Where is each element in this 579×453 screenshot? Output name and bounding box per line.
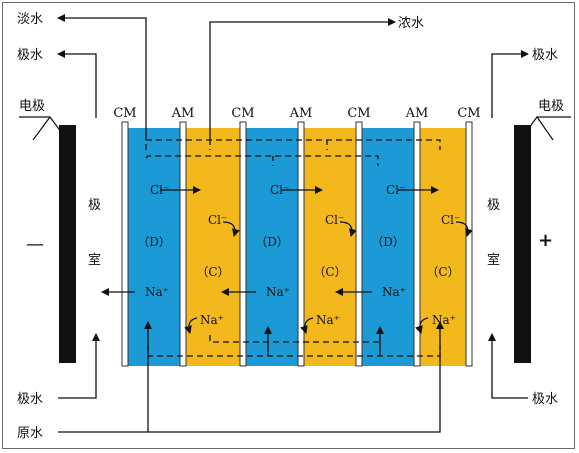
- left-electrode-water-out-line: [57, 50, 97, 118]
- right-chamber-char-2: 室: [487, 252, 500, 268]
- right-electrode-water-in-line: [488, 333, 528, 399]
- positive-pole-sign: +: [538, 230, 553, 251]
- sodium-ion-label: Na⁺: [382, 285, 406, 299]
- compartment-code: （C）: [196, 265, 229, 279]
- membrane-label: CM: [347, 106, 370, 121]
- membrane-labels: CM AM CM AM CM AM CM: [113, 106, 480, 121]
- compartments: [128, 128, 466, 366]
- left-electrode-water-out-label: 极水: [17, 48, 43, 63]
- top-collector-branches: [209, 140, 328, 166]
- compartment-2: [186, 128, 240, 366]
- right-electrode-water-in-label: 极水: [532, 392, 558, 407]
- cl-retained-arrow: [455, 221, 473, 237]
- membrane-cm: [121, 121, 129, 367]
- compartment-code: （C）: [313, 265, 346, 279]
- chloride-ion-label: Cl⁻: [325, 213, 344, 227]
- left-chamber-char-2: 室: [88, 252, 101, 268]
- left-electrode: [59, 125, 76, 363]
- right-chamber-char-1: 极: [487, 198, 500, 213]
- dilute-water-label: 淡水: [17, 12, 43, 27]
- right-electrode-water-out-line: [491, 50, 529, 118]
- raw-water-riser-2: [148, 321, 444, 433]
- compartment-code: （C）: [426, 265, 459, 279]
- membrane-am: [179, 121, 187, 367]
- concentrate-outlet-line: [209, 18, 396, 140]
- left-electrode-label: 电极: [19, 99, 45, 114]
- sodium-ion-label: Na⁺: [266, 285, 290, 299]
- membrane-label: CM: [113, 106, 136, 121]
- membrane-cm: [355, 121, 363, 367]
- cl-retained-arrow: [222, 221, 240, 237]
- na-retained-arrow: [184, 317, 198, 334]
- diagram-border: [2, 2, 575, 449]
- chloride-ion-label: Cl⁻: [386, 183, 405, 197]
- membrane-label: AM: [405, 106, 429, 121]
- na-retained-arrow: [300, 317, 314, 334]
- membrane-label: AM: [171, 106, 195, 121]
- sodium-ion-label: Na⁺: [432, 313, 456, 327]
- left-electrode-water-in-line: [58, 333, 100, 399]
- compartment-code: （D）: [137, 235, 171, 249]
- right-electrode: [514, 125, 531, 363]
- left-chamber-char-1: 极: [88, 198, 101, 213]
- compartment-4: [304, 128, 356, 366]
- chloride-ion-label: Cl⁻: [441, 213, 460, 227]
- membrane-cm: [465, 121, 473, 367]
- membrane-am: [297, 121, 305, 367]
- membranes: [121, 121, 473, 367]
- left-electrode-leader: [19, 116, 68, 141]
- compartment-code: （D）: [371, 235, 405, 249]
- chloride-ion-label: Cl⁻: [270, 183, 289, 197]
- ion-labels: （D） （C） （D） （C） （D） （C） Cl⁻ Cl⁻ Cl⁻ Cl⁻ Cl⁻ Cl⁻ Na⁺ N…: [137, 183, 460, 327]
- top-collector-dilute: [145, 155, 379, 166]
- sodium-ion-label: Na⁺: [145, 285, 169, 299]
- ion-arrows: [101, 186, 473, 334]
- concentrate-water-label: 浓水: [398, 16, 424, 31]
- membrane-cm: [239, 121, 247, 367]
- right-electrode-label: 电极: [538, 99, 564, 114]
- compartment-1: [128, 128, 180, 366]
- na-retained-arrow: [415, 317, 429, 334]
- membrane-am: [413, 121, 421, 367]
- top-collector-concentrate: [145, 139, 441, 150]
- membrane-label: CM: [231, 106, 254, 121]
- sodium-ion-label: Na⁺: [200, 313, 224, 327]
- compartment-3: [246, 128, 298, 366]
- negative-pole-sign: —: [26, 234, 44, 255]
- raw-water-label: 原水: [17, 426, 43, 441]
- right-electrode-leader: [519, 116, 571, 141]
- membrane-label: AM: [289, 106, 313, 121]
- dilute-outlet-line: [57, 14, 147, 140]
- compartment-6: [420, 128, 466, 366]
- right-electrode-water-out-label: 极水: [532, 48, 558, 63]
- compartment-5: [362, 128, 414, 366]
- membrane-label: CM: [457, 106, 480, 121]
- left-electrode-water-in-label: 极水: [17, 392, 43, 407]
- chloride-ion-label: Cl⁻: [150, 183, 169, 197]
- compartment-code: （D）: [255, 235, 289, 249]
- cl-retained-arrow: [339, 221, 357, 237]
- sodium-ion-label: Na⁺: [316, 313, 340, 327]
- chloride-ion-label: Cl⁻: [208, 213, 227, 227]
